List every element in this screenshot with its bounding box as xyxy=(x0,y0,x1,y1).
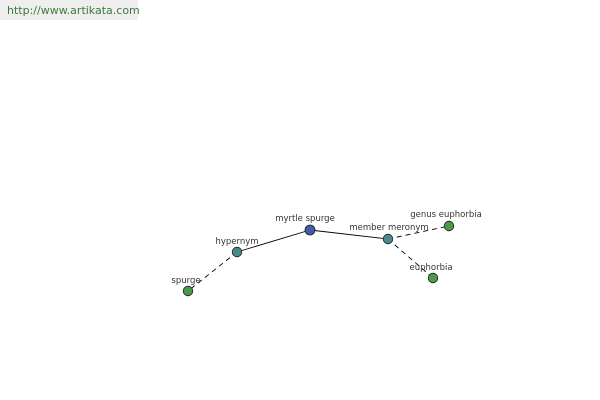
edge-hypernym-to-spurge xyxy=(187,251,238,292)
edge-center-to-member-meronym xyxy=(309,229,389,240)
source-link[interactable]: http://www.artikata.com xyxy=(7,4,140,17)
node-label: euphorbia xyxy=(409,263,452,273)
node-label: member meronym xyxy=(349,223,428,233)
node-center[interactable]: myrtle spurge xyxy=(275,214,335,236)
node-member-meronym[interactable]: member meronym xyxy=(349,223,429,245)
node-label: myrtle spurge xyxy=(275,214,335,224)
edge-center-to-hypernym xyxy=(236,229,311,253)
node-label: hypernym xyxy=(215,237,258,247)
node-label: genus euphorbia xyxy=(410,210,482,220)
node-spurge[interactable]: spurge xyxy=(171,276,201,297)
graph-nodes: myrtle spurge hypernym member meronym spurg… xyxy=(171,210,482,297)
node-marker[interactable] xyxy=(304,224,316,236)
node-hypernym[interactable]: hypernym xyxy=(215,237,259,258)
node-marker[interactable] xyxy=(182,285,194,297)
node-genus-euphorbia[interactable]: genus euphorbia xyxy=(410,210,482,232)
node-label: spurge xyxy=(171,276,200,286)
node-euphorbia[interactable]: euphorbia xyxy=(409,263,453,284)
source-banner: http://www.artikata.com xyxy=(0,0,140,20)
node-marker[interactable] xyxy=(427,272,439,284)
node-marker[interactable] xyxy=(443,220,455,232)
graph-edges xyxy=(187,225,450,292)
node-marker[interactable] xyxy=(231,246,243,258)
edge-member-meronym-to-genus-euphorbia xyxy=(387,225,450,240)
node-marker[interactable] xyxy=(382,233,394,245)
edge-member-meronym-to-euphorbia xyxy=(387,238,434,279)
